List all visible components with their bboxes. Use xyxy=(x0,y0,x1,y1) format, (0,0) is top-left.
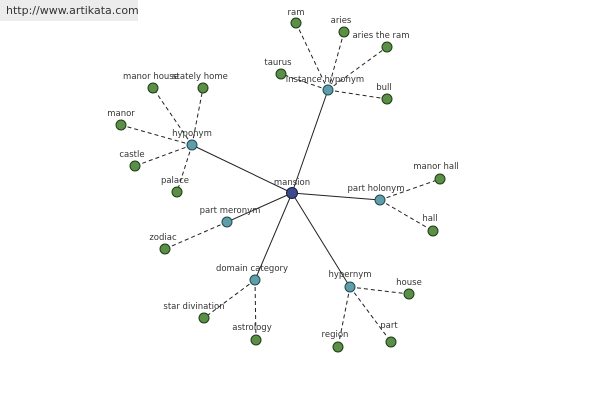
label-part-meronym: part meronym xyxy=(200,206,261,216)
node-bull[interactable] xyxy=(381,93,393,105)
edge-part-meronym-zodiac xyxy=(164,221,228,250)
node-aries[interactable] xyxy=(338,26,350,38)
node-hypernym[interactable] xyxy=(344,281,356,293)
node-part-meronym[interactable] xyxy=(221,216,233,228)
node-manor[interactable] xyxy=(115,119,127,131)
edge-instance-hyponym-taurus xyxy=(280,73,329,91)
label-hyponym: hyponym xyxy=(172,129,212,139)
label-ram: ram xyxy=(288,8,305,18)
edge-part-holonym-hall xyxy=(379,199,434,232)
node-hall[interactable] xyxy=(427,225,439,237)
label-hypernym: hypernym xyxy=(328,270,371,280)
edge-domain-category-astrology xyxy=(254,279,257,341)
edge-mansion-hypernym xyxy=(291,192,351,288)
edge-hypernym-part xyxy=(349,286,392,343)
label-manor-house: manor house xyxy=(123,72,179,82)
node-house[interactable] xyxy=(403,288,415,300)
label-mansion: mansion xyxy=(274,178,310,188)
node-mansion[interactable] xyxy=(286,187,298,199)
label-zodiac: zodiac xyxy=(149,233,177,243)
label-astrology: astrology xyxy=(232,323,271,333)
label-instance-hyponym: instance hyponym xyxy=(286,75,364,85)
edge-instance-hyponym-ram xyxy=(295,22,329,91)
edge-hyponym-stately-home xyxy=(191,87,204,146)
label-stately-home: stately home xyxy=(172,72,228,82)
label-manor-hall: manor hall xyxy=(413,162,459,172)
label-aries: aries xyxy=(331,16,352,26)
node-region[interactable] xyxy=(332,341,344,353)
edge-part-holonym-manor-hall xyxy=(379,178,441,201)
node-star-divination[interactable] xyxy=(198,312,210,324)
edge-instance-hyponym-aries-the-ram xyxy=(327,46,388,91)
node-castle[interactable] xyxy=(129,160,141,172)
node-hyponym[interactable] xyxy=(186,139,198,151)
label-region: region xyxy=(322,330,349,340)
label-part: part xyxy=(380,321,398,331)
edge-mansion-instance-hyponym xyxy=(291,89,329,194)
node-stately-home[interactable] xyxy=(197,82,209,94)
label-domain-category: domain category xyxy=(216,264,288,274)
edge-mansion-hyponym xyxy=(191,144,293,194)
label-castle: castle xyxy=(119,150,144,160)
node-ram[interactable] xyxy=(290,17,302,29)
edge-hyponym-palace xyxy=(176,144,193,193)
edge-mansion-domain-category xyxy=(254,192,293,281)
edge-domain-category-star-divination xyxy=(203,279,256,319)
node-manor-hall[interactable] xyxy=(434,173,446,185)
node-domain-category[interactable] xyxy=(249,274,261,286)
label-part-holonym: part holonym xyxy=(348,184,405,194)
edge-hyponym-castle xyxy=(134,144,193,167)
edge-hypernym-region xyxy=(337,286,351,348)
edge-mansion-part-meronym xyxy=(226,192,293,223)
edge-instance-hyponym-aries xyxy=(327,31,345,91)
edge-hyponym-manor xyxy=(120,124,193,146)
edge-hyponym-manor-house xyxy=(152,87,193,146)
node-aries-the-ram[interactable] xyxy=(381,41,393,53)
label-manor: manor xyxy=(107,109,135,119)
node-astrology[interactable] xyxy=(250,334,262,346)
label-palace: palace xyxy=(161,176,189,186)
edge-instance-hyponym-bull xyxy=(327,89,388,100)
node-part-holonym[interactable] xyxy=(374,194,386,206)
label-star-divination: star divination xyxy=(163,302,224,312)
edge-mansion-part-holonym xyxy=(291,192,381,201)
label-bull: bull xyxy=(376,83,392,93)
node-palace[interactable] xyxy=(171,186,183,198)
label-hall: hall xyxy=(422,214,437,224)
label-aries-the-ram: aries the ram xyxy=(352,31,409,41)
label-taurus: taurus xyxy=(264,58,292,68)
node-taurus[interactable] xyxy=(275,68,287,80)
node-part[interactable] xyxy=(385,336,397,348)
site-url[interactable]: http://www.artikata.com xyxy=(0,0,139,21)
edge-hypernym-house xyxy=(349,286,410,295)
node-zodiac[interactable] xyxy=(159,243,171,255)
node-manor-house[interactable] xyxy=(147,82,159,94)
node-instance-hyponym[interactable] xyxy=(322,84,334,96)
label-house: house xyxy=(396,278,422,288)
